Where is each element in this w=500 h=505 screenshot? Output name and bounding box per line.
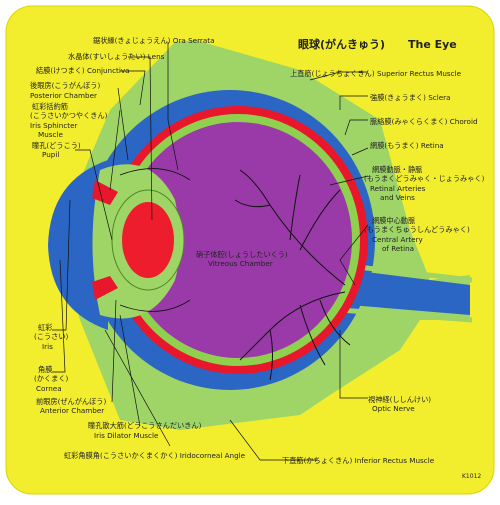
label-iris-sphincter-jp2: (こうさいかつやくきん): [30, 111, 108, 120]
ciliary-body: [119, 168, 191, 312]
label-retinal-vessels-jp: 網膜動脈・静脈: [372, 165, 422, 174]
label-retinal-vessels-en: Retinal Arteries: [370, 184, 426, 193]
label-iris-sphincter-jp: 虹彩括約筋: [32, 102, 68, 111]
label-posterior-chamber-en: Posterior Chamber: [30, 91, 97, 100]
label-central-artery-jp2: (もうまくちゅうしんどうみゃく): [364, 225, 470, 234]
label-ora-serrata: 鋸状縁(きょじょうえん) Ora Serrata: [93, 36, 214, 45]
label-conjunctiva: 結膜(けつまく) Conjunctiva: [36, 66, 130, 75]
label-vitreous-chamber-en: Vitreous Chamber: [208, 259, 273, 268]
lens-shape: [122, 202, 174, 278]
label-superior-rectus: 上直筋(じょうちょくきん) Superior Rectus Muscle: [290, 69, 462, 78]
label-cornea-en: Cornea: [36, 384, 62, 393]
label-retinal-vessels-en2: and Veins: [380, 193, 415, 202]
label-sclera: 強膜(きょうまく) Sclera: [370, 93, 451, 102]
label-retinal-vessels-jp2: (もうまくどうみゃく・じょうみゃく): [364, 174, 485, 183]
label-iris-en: Iris: [42, 342, 53, 351]
label-cornea-jp: 角膜: [38, 365, 52, 374]
title-en: The Eye: [408, 38, 457, 51]
label-anterior-chamber-jp: 前眼房(ぜんがんぼう): [36, 397, 106, 406]
label-inferior-rectus: 下直筋(かちょくきん) Inferior Rectus Muscle: [282, 456, 435, 465]
iris-shape: [92, 180, 118, 300]
label-vitreous-chamber-jp: 硝子体腔(しょうしたいくう): [196, 250, 288, 259]
label-choroid: 脈絡膜(みゃくらくまく) Choroid: [370, 117, 478, 126]
product-code: K1012: [462, 473, 481, 480]
label-optic-nerve-jp: 視神経(ししんけい): [368, 395, 431, 404]
label-iris-dilator-jp: 瞳孔散大筋(どうこうさんだいきん): [88, 421, 202, 430]
label-iris-jp2: (こうさい): [34, 332, 69, 341]
label-central-artery-jp: 網膜中心動脈: [372, 216, 415, 225]
label-retina: 網膜(もうまく) Retina: [370, 141, 444, 150]
label-iridocorneal-angle: 虹彩角膜角(こうさいかくまくかく) Iridocorneal Angle: [64, 451, 246, 460]
retinal-vessels: [234, 169, 351, 381]
label-anterior-chamber-en: Anterior Chamber: [40, 406, 104, 415]
label-pupil-jp: 瞳孔(どうこう): [32, 141, 81, 150]
label-central-artery-en: Central Artery: [372, 235, 424, 244]
leader-lines: [52, 42, 369, 461]
vitreous-shape: [124, 122, 352, 358]
label-pupil-en: Pupil: [42, 150, 59, 159]
label-iris-sphincter-en: Iris Sphincter: [30, 121, 78, 130]
optic-nerve-shape: [350, 270, 470, 315]
label-iris-jp: 虹彩: [38, 323, 52, 332]
label-iris-dilator-en: Iris Dilator Muscle: [94, 431, 159, 440]
label-posterior-chamber-jp: 後眼房(こうがんぼう): [30, 81, 100, 90]
label-central-artery-en2: of Retina: [382, 244, 414, 253]
label-cornea-jp2: (かくまく): [34, 374, 69, 383]
label-optic-nerve-en: Optic Nerve: [372, 404, 415, 413]
label-iris-sphincter-en2: Muscle: [38, 130, 63, 139]
label-lens: 水晶体(すいしょうたい) Lens: [68, 52, 165, 61]
title-jp: 眼球(がんきゅう): [298, 37, 385, 51]
